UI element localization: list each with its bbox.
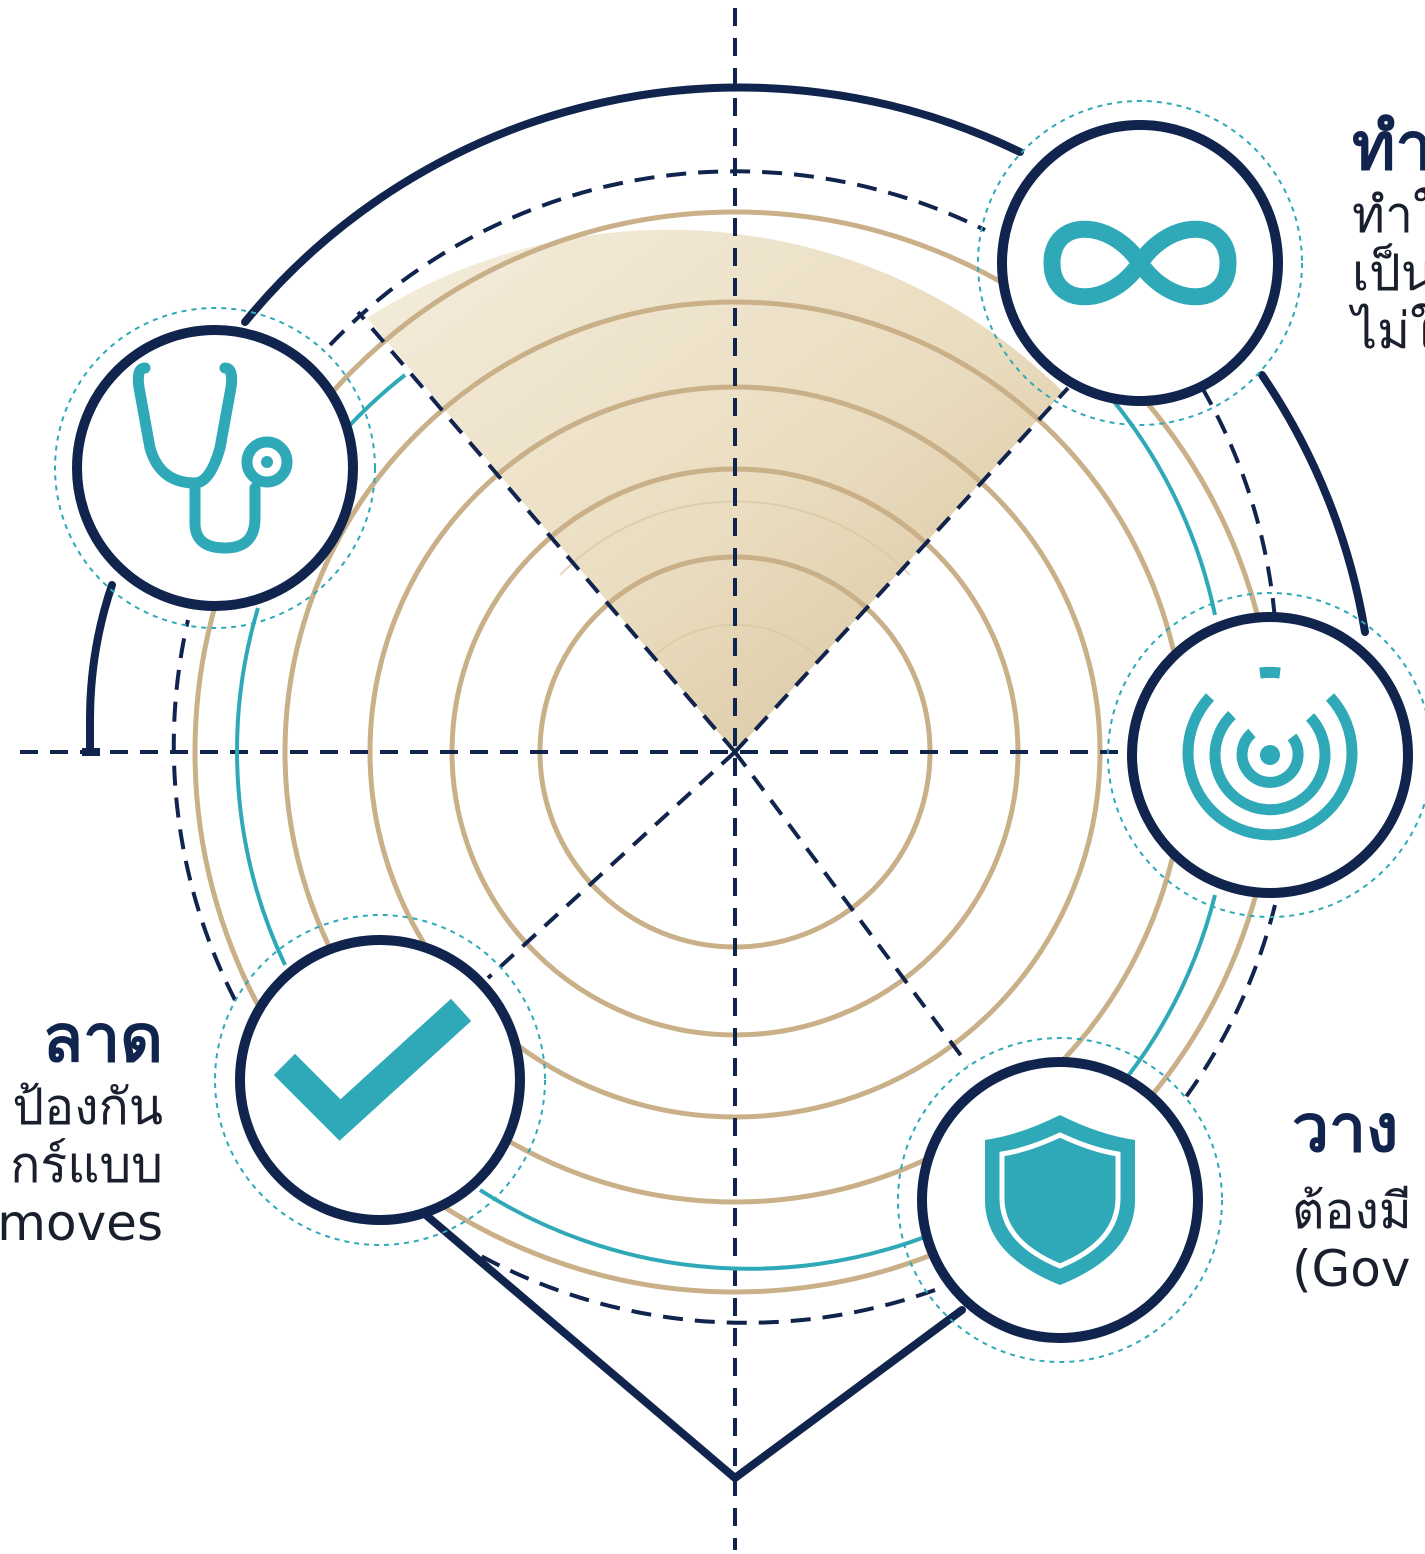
label-left-line-2: กร์แบบ — [10, 1136, 163, 1194]
stethoscope-icon — [132, 362, 293, 554]
node-check — [214, 914, 546, 1246]
radar-sweep-sector — [367, 229, 1063, 753]
node-infinity — [977, 100, 1303, 426]
label-left-line-3: moves — [0, 1194, 163, 1252]
label-top-right-line-2: เป็น — [1352, 244, 1425, 302]
label-bottom-right-line-1: ต้องมี — [1292, 1182, 1412, 1240]
label-top-right-line-1: ทำใ — [1352, 186, 1425, 244]
shield-outline — [86, 83, 1369, 1484]
label-left: ลาด ป้องกัน กร์แบบ moves — [0, 1000, 163, 1252]
label-bottom-right-heading: วาง — [1292, 1090, 1399, 1167]
infinity-icon — [1043, 220, 1237, 306]
label-top-right: ทำ ทำใ เป็น ไม่ใ — [1352, 108, 1425, 360]
node-stethoscope — [54, 307, 376, 629]
label-left-heading: ลาด — [42, 1000, 163, 1077]
shield-icon-inner — [999, 1132, 1121, 1269]
label-bottom-right: วาง ต้องมี (Gov — [1292, 1090, 1412, 1298]
axis-lines — [20, 8, 1140, 1550]
label-top-right-heading: ทำ — [1352, 108, 1425, 185]
radar-target-icon — [1182, 666, 1358, 841]
label-left-line-1: ป้องกัน — [12, 1078, 163, 1136]
checkmark-icon — [273, 998, 472, 1141]
label-bottom-right-line-2: (Gov — [1292, 1240, 1411, 1298]
label-top-right-line-3: ไม่ใ — [1352, 302, 1425, 360]
node-shield — [897, 1037, 1223, 1363]
teal-ring — [235, 373, 1217, 1271]
node-radar — [1107, 592, 1425, 918]
